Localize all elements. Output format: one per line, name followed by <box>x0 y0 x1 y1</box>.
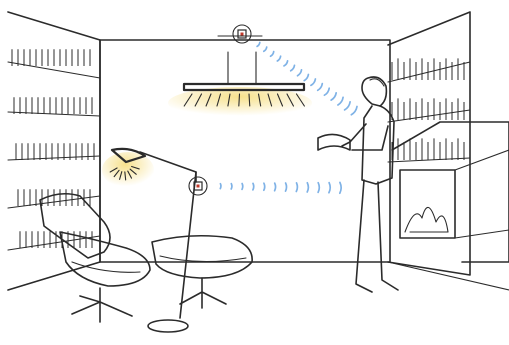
floor-lamp <box>102 149 196 332</box>
ceiling-light <box>168 36 312 119</box>
ottoman <box>152 236 252 308</box>
left-bookshelf <box>8 12 100 290</box>
lounge-chair <box>40 194 150 322</box>
floor-lamp-sensor-icon <box>189 177 207 195</box>
